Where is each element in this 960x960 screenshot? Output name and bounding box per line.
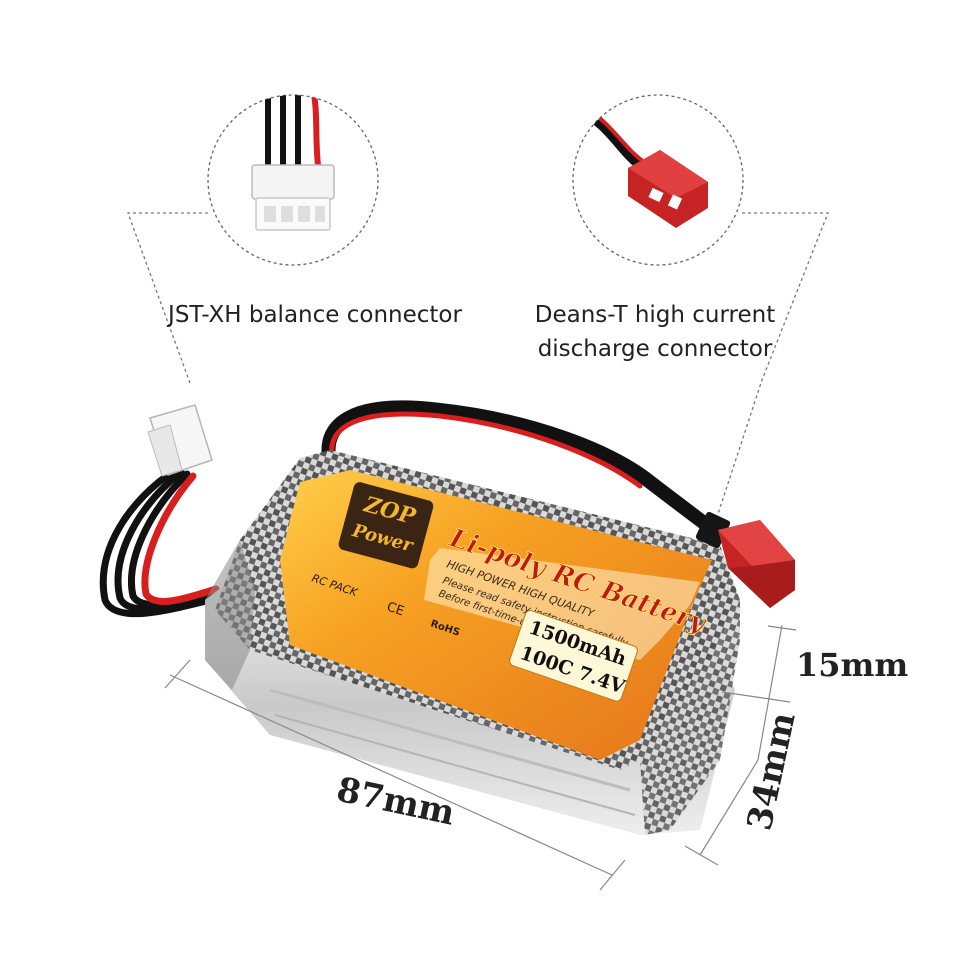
balance-connector-callout <box>207 94 379 266</box>
balance-connector-text: JST-XH balance connector <box>168 302 462 328</box>
balance-connector-label: JST-XH balance connector <box>150 298 480 332</box>
brand-logo: ZOP Power <box>338 482 434 569</box>
balance-plug <box>147 404 213 477</box>
deans-plug <box>695 511 795 608</box>
battery-label: ZOP Power Li-poly RC Battery HIGH POWER … <box>280 470 712 760</box>
dimension-lines <box>164 624 797 891</box>
discharge-connector-text-line2: discharge connector <box>537 336 773 362</box>
width-dimension-label: 34mm <box>740 709 804 834</box>
label-ce-mark: CE <box>385 600 406 620</box>
callout-leader-lines <box>127 212 829 521</box>
discharge-connector-label: Deans-T high current discharge connector <box>515 298 795 366</box>
deans-t-connector-closeup <box>577 105 708 228</box>
discharge-connector-text-line1: Deans-T high current <box>534 302 776 328</box>
height-dimension-label: 15mm <box>796 646 908 684</box>
discharge-connector-callout <box>572 94 744 266</box>
battery-wires <box>99 400 727 618</box>
jst-xh-connector-closeup <box>251 95 335 231</box>
